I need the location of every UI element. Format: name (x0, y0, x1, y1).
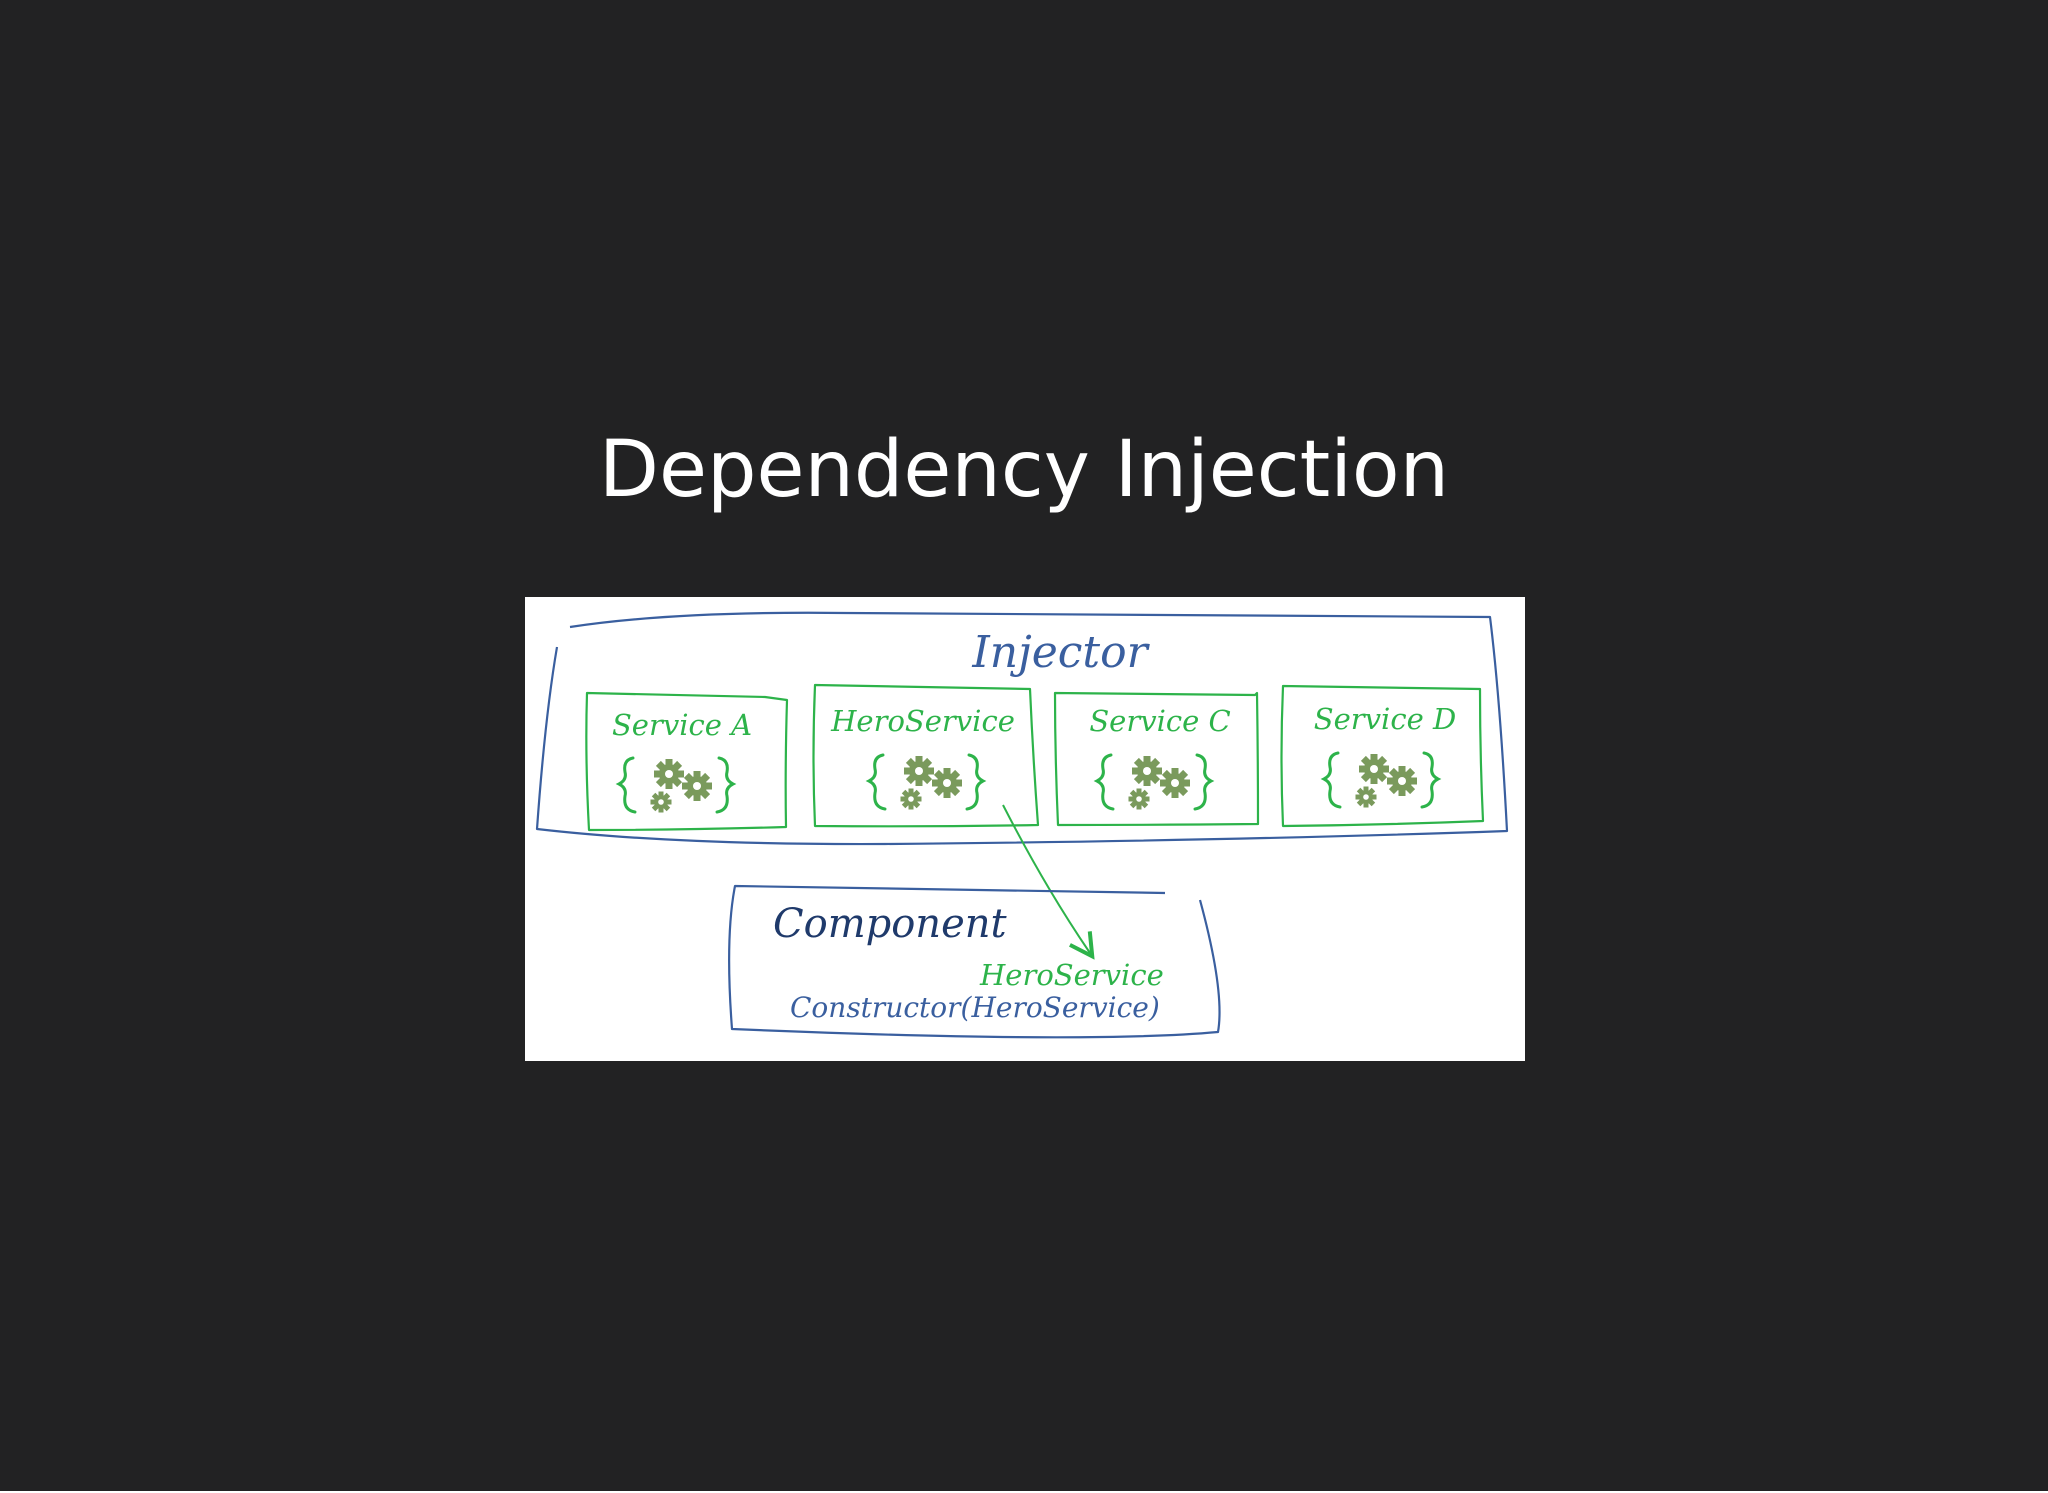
dependency-injection-diagram: Injector Service A HeroService Service C (525, 597, 1525, 1061)
constructor-label: Constructor(HeroService) (790, 991, 1160, 1024)
slide-title: Dependency Injection (598, 425, 1450, 515)
heroservice-label: HeroService (830, 704, 1015, 738)
gears-in-braces-icon (869, 755, 983, 810)
gears-in-braces-icon (619, 758, 733, 813)
injector-box (535, 611, 1509, 846)
injected-heroservice-label: HeroService (979, 958, 1164, 992)
injection-arrow (1002, 804, 1090, 953)
gears-in-braces-icon (1324, 753, 1438, 808)
service-c-box: Service C (1053, 691, 1260, 827)
service-a-label: Service A (612, 708, 752, 742)
service-c-label: Service C (1089, 704, 1230, 738)
service-d-box: Service D (1280, 684, 1485, 828)
service-a-box: Service A (585, 691, 789, 832)
diagram-canvas: Injector Service A HeroService Service C (535, 611, 1509, 1039)
component-label: Component (773, 901, 1008, 947)
component-box (728, 884, 1221, 1039)
heroservice-box: HeroService (812, 683, 1040, 828)
gears-in-braces-icon (1097, 755, 1211, 810)
injector-label: Injector (971, 627, 1150, 678)
service-d-label: Service D (1314, 702, 1456, 736)
